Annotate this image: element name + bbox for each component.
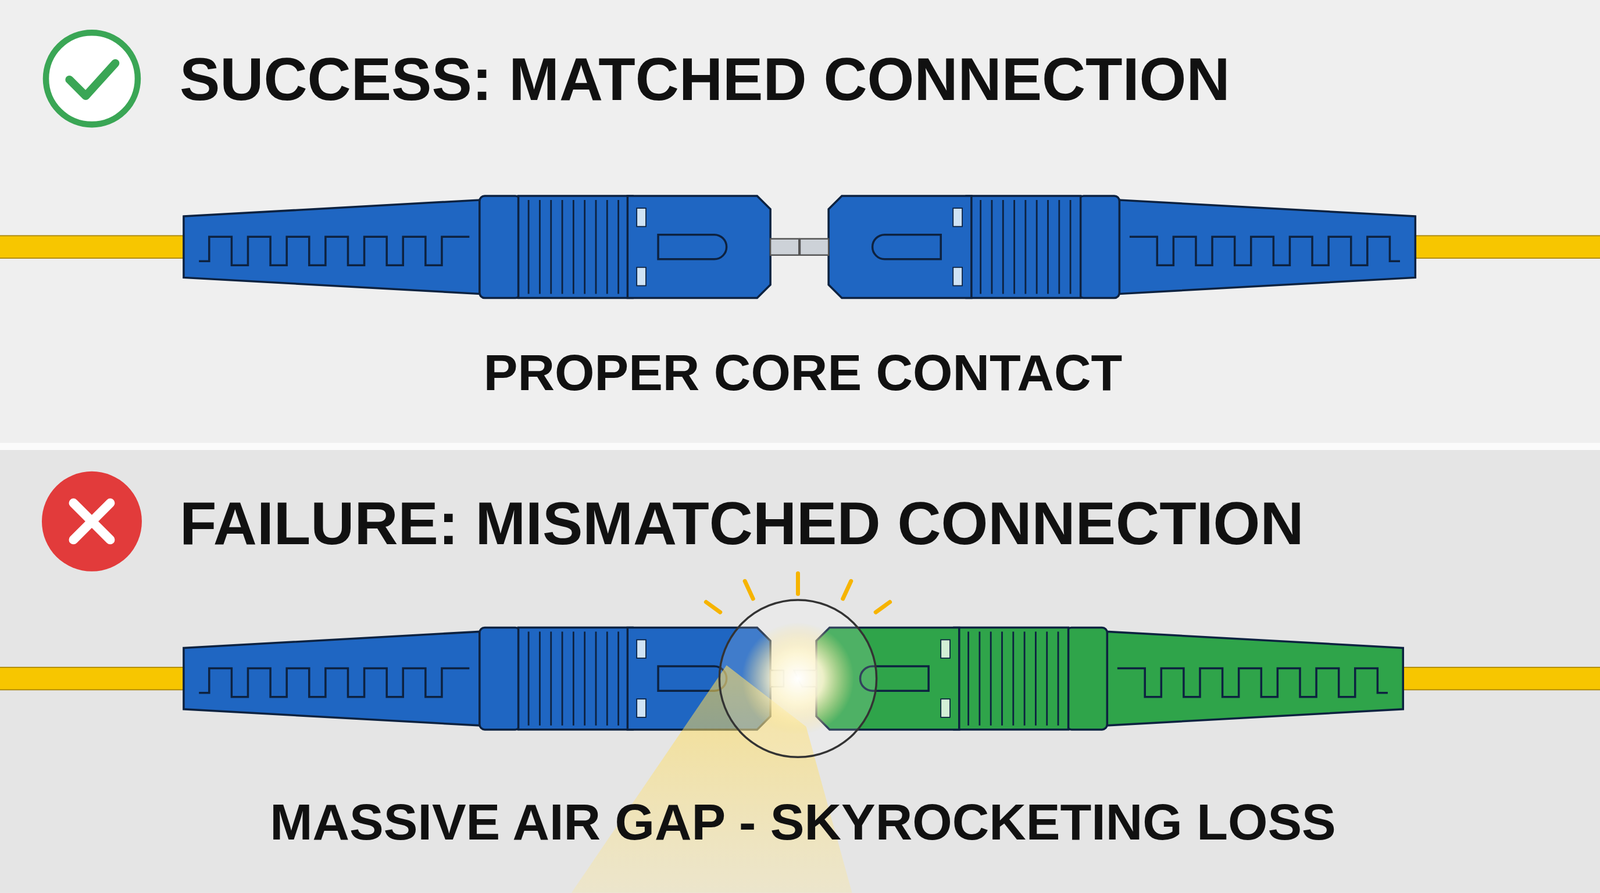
cross-icon <box>41 471 142 572</box>
panel-heading: SUCCESS: MATCHED CONNECTION <box>179 48 1231 110</box>
panel-band: FAILURE: MISMATCHED CONNECTION MASSIVE AI… <box>0 450 1600 893</box>
sc-connector <box>793 627 1600 730</box>
sc-connector <box>0 195 799 299</box>
panel-caption: PROPER CORE CONTACT <box>483 347 1123 399</box>
check-icon <box>45 32 138 125</box>
panel-divider <box>0 443 1600 450</box>
success-panel-ground <box>0 0 1600 444</box>
panel-caption: MASSIVE AIR GAP - SKYROCKETING LOSS <box>269 796 1337 848</box>
sc-connector <box>0 627 784 730</box>
panel-band: SUCCESS: MATCHED CONNECTION PROPER CORE C… <box>0 0 1600 444</box>
panel-heading: FAILURE: MISMATCHED CONNECTION <box>179 493 1305 554</box>
failure-panel-ground <box>0 450 1600 893</box>
sc-connector <box>800 195 1600 299</box>
